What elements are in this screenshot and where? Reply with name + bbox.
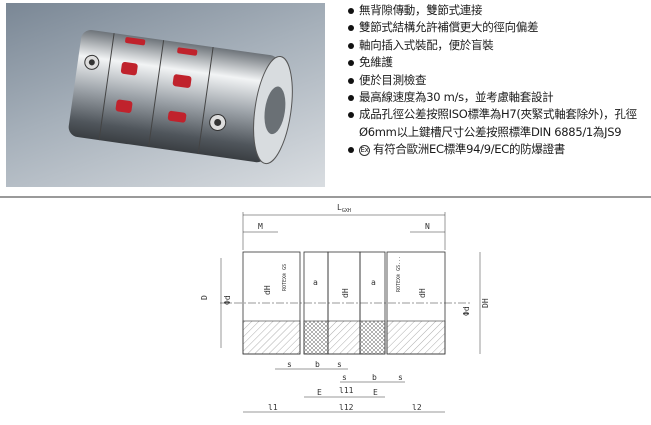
- feature-item: 雙節式結構允許補償更大的徑向偏差: [347, 19, 651, 36]
- elastomer-spider: [115, 37, 198, 123]
- dim-dH-right: dH: [418, 288, 427, 298]
- feature-item: 便於目測檢查: [347, 72, 651, 89]
- dim-dH-mid: dH: [341, 288, 350, 298]
- dim-D: D: [200, 295, 209, 300]
- section-divider: [0, 196, 651, 198]
- dim-DH: DH: [481, 298, 490, 308]
- dim-s: s: [342, 373, 347, 382]
- dim-M: M: [258, 222, 263, 231]
- dim-phi-d-right: Φd: [462, 306, 471, 316]
- brand-label-left: ROTEX® GS: [282, 264, 288, 291]
- dim-E: E: [317, 388, 322, 397]
- dim-a-left: a: [313, 278, 318, 287]
- dim-l11: l11: [339, 386, 354, 395]
- feature-item: 無背隙傳動，雙節式連接: [347, 2, 651, 19]
- dim-s: s: [337, 360, 342, 369]
- dim-a-right: a: [371, 278, 376, 287]
- dim-L-total: LGXH: [337, 203, 351, 214]
- dim-N: N: [425, 222, 430, 231]
- feature-item: 最高線速度為30 m/s，並考慮軸套設計: [347, 89, 651, 106]
- dim-E: E: [373, 388, 378, 397]
- feature-item-continued: Ø6mm以上鍵槽尺寸公差按照標準DIN 6885/1為JS9: [359, 124, 622, 139]
- ex-mark-icon: Ex: [359, 145, 370, 157]
- dim-l12: l12: [339, 403, 354, 412]
- dim-s: s: [287, 360, 292, 369]
- dim-dH-left: dH: [263, 285, 272, 295]
- product-photo: [6, 3, 325, 187]
- feature-item: 成品孔徑公差按照ISO標準為H7(夾緊式軸套除外)，孔徑: [347, 106, 651, 123]
- coupling-image: [68, 30, 293, 165]
- feature-list: 無背隙傳動，雙節式連接 雙節式結構允許補償更大的徑向偏差 軸向插入式裝配，便於盲…: [347, 2, 651, 159]
- feature-item: 軸向插入式裝配，便於盲裝: [347, 37, 651, 54]
- feature-item: 免維護: [347, 54, 651, 71]
- dim-phi-d-left: Φd: [223, 295, 232, 305]
- dim-b: b: [315, 360, 320, 369]
- dim-b: b: [372, 373, 377, 382]
- brand-label-right: ROTEX® GS...: [396, 256, 402, 292]
- feature-text: 有符合歐洲EC標準94/9/EC的防爆證書: [373, 142, 565, 157]
- dim-s: s: [398, 373, 403, 382]
- dim-l2: l2: [412, 403, 422, 412]
- dim-l1: l1: [268, 403, 278, 412]
